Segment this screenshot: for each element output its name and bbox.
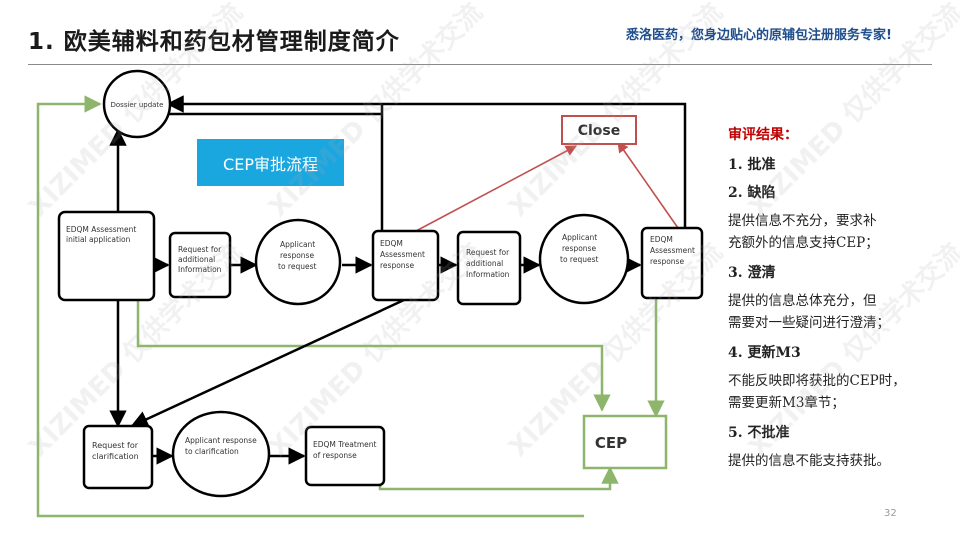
node-app2-label-3: to request <box>560 255 598 264</box>
review-item-clarification: 3. 澄清 提供的信息总体充分，但 需要对一些疑问进行澄清； <box>728 262 956 334</box>
edge-dossier-return <box>129 112 382 130</box>
node-edqm-assessment-initial: EDQM Assessment initial application <box>57 210 156 302</box>
node-req2-label-1: Request for <box>466 248 510 257</box>
node-request-clarification: Request for clarification <box>82 424 154 490</box>
review-item-title: 2. 缺陷 <box>728 185 776 201</box>
node-appclar-label-2: to clarification <box>185 447 239 456</box>
node-req2-label-2: additional <box>466 259 503 268</box>
red-edges <box>415 141 679 232</box>
node-request-info-1: Request for additional Information <box>168 231 232 299</box>
company-tagline: 悉洛医药，您身边贴心的原辅包注册服务专家! <box>626 28 892 43</box>
review-item-update-m3: 4. 更新M3 不能反映即将获批的CEP时， 需要更新M3章节； <box>728 342 956 414</box>
node-assess1-label-3: response <box>380 261 414 270</box>
node-final-label-1: EDQM <box>650 235 673 244</box>
node-appclar-label-1: Applicant response <box>185 436 257 445</box>
cep-approval-banner: CEP审批流程 <box>197 139 344 186</box>
review-item-rejection: 5. 不批准 提供的信息不能支持获批。 <box>728 422 956 472</box>
review-results-heading: 审评结果： <box>728 127 798 143</box>
node-req1-label-1: Request for <box>178 245 222 254</box>
review-item-title: 5. 不批准 <box>728 425 790 441</box>
node-close-label: Close <box>578 123 621 139</box>
node-req2-label-3: Information <box>466 270 510 279</box>
node-treat-label-1: EDQM Treatment <box>313 440 376 449</box>
review-item-title: 1. 批准 <box>728 157 776 173</box>
node-final-label-2: Assessment <box>650 246 695 255</box>
review-results-panel: 审评结果： 1. 批准 2. 缺陷 提供信息不充分，要求补 充额外的信息支持CE… <box>728 124 956 480</box>
node-cep: CEP <box>582 414 668 470</box>
node-app1-label-1: Applicant <box>280 240 315 249</box>
edge-final-to-close-red <box>617 141 679 229</box>
node-initial-label-1: EDQM Assessment <box>66 225 136 234</box>
review-item-description: 提供信息不充分，要求补 充额外的信息支持CEP； <box>728 213 879 251</box>
node-app2-label-1: Applicant <box>562 233 597 242</box>
node-applicant-response-1: Applicant response to request <box>254 218 342 306</box>
node-app1-label-2: response <box>280 251 314 260</box>
node-cep-label: CEP <box>595 434 627 452</box>
edge-assess1-to-clar <box>130 298 405 428</box>
page-number: 32 <box>884 508 897 519</box>
page-title: 1. 欧美辅料和药包材管理制度简介 <box>28 29 400 55</box>
review-item-approval: 1. 批准 <box>728 154 956 174</box>
node-clar-label-2: clarification <box>92 452 139 461</box>
edge-treat-to-cep-green <box>378 452 619 491</box>
node-dossier-update: Dossier update <box>102 69 172 139</box>
review-item-description: 提供的信息不能支持获批。 <box>728 453 890 469</box>
review-item-description: 不能反映即将获批的CEP时， 需要更新M3章节； <box>728 373 906 411</box>
review-item-title: 3. 澄清 <box>728 265 776 281</box>
node-treat-label-2: of response <box>313 451 357 460</box>
node-edqm-assessment-response-1: EDQM Assessment response <box>371 229 440 302</box>
review-item-description: 提供的信息总体充分，但 需要对一些疑问进行澄清； <box>728 293 890 331</box>
node-initial-label-2: initial application <box>66 235 131 244</box>
node-applicant-response-2: Applicant response to request <box>538 213 630 305</box>
edge-init-to-cep-green <box>136 300 611 412</box>
node-final-label-3: response <box>650 257 684 266</box>
node-edqm-assessment-response-2: EDQM Assessment response <box>640 226 704 300</box>
node-assess1-label-1: EDQM <box>380 239 403 248</box>
edge-cep-to-dossier-green <box>36 95 584 518</box>
node-clar-label-1: Request for <box>92 441 139 450</box>
node-request-info-2: Request for additional Information <box>456 230 522 306</box>
node-close: Close <box>561 115 637 145</box>
edge-assess1-to-close-red <box>415 145 577 232</box>
review-item-title: 4. 更新M3 <box>728 345 801 361</box>
node-edqm-treatment: EDQM Treatment of response <box>304 425 386 487</box>
node-req1-label-2: additional <box>178 255 215 264</box>
node-req1-label-3: Information <box>178 265 222 274</box>
header-divider <box>28 64 932 65</box>
node-assess1-label-2: Assessment <box>380 250 425 259</box>
review-item-deficiency: 2. 缺陷 提供信息不充分，要求补 充额外的信息支持CEP； <box>728 182 956 254</box>
node-dossier-update-label: Dossier update <box>111 101 164 109</box>
node-app1-label-3: to request <box>278 262 316 271</box>
edge-top-loop <box>166 95 687 228</box>
node-app2-label-2: response <box>562 244 596 253</box>
node-applicant-response-clarification: Applicant response to clarification <box>171 410 271 498</box>
